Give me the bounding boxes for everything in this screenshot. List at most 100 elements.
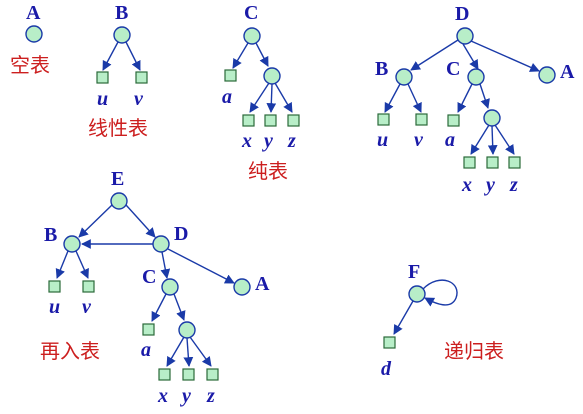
list-d-c-node (467, 68, 485, 86)
leaf-d-v-label: v (414, 129, 424, 151)
edge-e-b (78, 204, 113, 238)
leaf-e-a (142, 323, 155, 336)
edge-eb-v (75, 250, 89, 279)
leaf-e-u (48, 280, 61, 293)
leaf-c-z-label: z (287, 130, 296, 152)
leaf-f-d-label: d (381, 358, 392, 380)
list-d-a-label: A (560, 61, 575, 83)
list-d-c-label: C (446, 58, 460, 80)
edge-ec-sub (173, 293, 186, 321)
edge-ec-a (151, 293, 167, 322)
list-c-node (243, 27, 261, 45)
list-e-c-label: C (142, 266, 156, 288)
leaf-c-x (242, 114, 255, 127)
leaf-d-a-label: a (445, 129, 455, 151)
list-a-group: A 空表 (10, 2, 50, 77)
edge-ed-c (160, 251, 171, 279)
list-e-group: E B u v D C a x y z A 再入表 (40, 168, 270, 407)
edge-d-a (470, 40, 540, 72)
list-d-node (456, 27, 474, 45)
list-b-group: B u v 线性表 (88, 2, 148, 140)
leaf-f-d (383, 336, 396, 349)
list-e-c-subnode (178, 321, 196, 339)
edge-f-self-loop (422, 279, 458, 307)
leaf-d-a (447, 114, 460, 127)
list-e-c-node (161, 278, 179, 296)
list-a-caption: 空表 (10, 53, 50, 77)
leaf-e-z-label: z (206, 385, 215, 407)
leaf-d-z (508, 156, 521, 169)
leaf-e-x-label: x (157, 385, 168, 407)
list-f-label: F (408, 261, 420, 283)
leaf-e-a-label: a (141, 339, 151, 361)
edge-dc-x (470, 124, 490, 155)
list-d-group: D B u v C a x y z A (375, 3, 575, 196)
leaf-d-u (377, 113, 390, 126)
list-a-node (25, 25, 43, 43)
list-d-b-node (395, 68, 413, 86)
leaf-d-x-label: x (461, 174, 472, 196)
edge-dc-y (487, 125, 498, 155)
leaf-c-x-label: x (241, 130, 252, 152)
edge-ec-y (183, 337, 194, 367)
list-f-node (408, 285, 426, 303)
list-b-caption: 线性表 (88, 116, 148, 140)
leaf-c-y-label: y (262, 130, 273, 152)
leaf-d-y (486, 156, 499, 169)
list-e-d-node (152, 235, 170, 253)
edge-c-a (232, 42, 249, 69)
list-d-c-subnode (483, 109, 501, 127)
edge-d-b (410, 39, 459, 71)
leaf-e-z (206, 368, 219, 381)
list-f-caption: 递归表 (444, 339, 504, 363)
edge-c-x (249, 82, 270, 113)
edge-c-sub (255, 42, 269, 67)
leaf-e-y (182, 368, 195, 381)
list-c-label: C (244, 2, 258, 24)
leaf-b-u-label: u (97, 88, 108, 110)
list-e-a-label: A (255, 273, 270, 295)
list-c-caption: 纯表 (248, 159, 288, 183)
edge-d-c (462, 43, 479, 70)
edge-dc-sub (479, 83, 490, 109)
leaf-c-a-label: a (222, 86, 232, 108)
leaf-c-a (224, 69, 237, 82)
leaf-e-y-label: y (180, 385, 191, 407)
list-e-label: E (111, 168, 124, 190)
list-e-b-label: B (44, 224, 57, 246)
leaf-e-v (82, 280, 95, 293)
list-e-node (110, 192, 128, 210)
leaf-c-y (264, 114, 277, 127)
list-a-label: A (26, 2, 41, 24)
edge-c-z (274, 82, 293, 113)
list-e-b-node (63, 235, 81, 253)
list-b-label: B (115, 2, 128, 24)
edge-c-y (266, 83, 277, 113)
list-e-caption: 再入表 (40, 339, 100, 363)
edge-ec-x (166, 336, 185, 367)
edge-ed-a (167, 248, 235, 284)
list-e-a-node (233, 278, 251, 296)
edge-db-v (407, 83, 422, 113)
leaf-e-u-label: u (49, 296, 60, 318)
edge-b-v (125, 41, 141, 71)
list-d-a-node (538, 66, 556, 84)
list-e-d-label: D (174, 223, 188, 245)
edge-ec-z (189, 336, 212, 367)
edge-eb-u (55, 250, 69, 279)
edge-dc-z (494, 124, 515, 155)
edge-e-d (125, 204, 156, 238)
edge-dc-a (457, 83, 473, 113)
list-d-label: D (455, 3, 469, 25)
list-d-b-label: B (375, 58, 388, 80)
leaf-e-v-label: v (82, 296, 92, 318)
edge-f-d (393, 300, 414, 335)
edge-b-u (102, 41, 119, 71)
list-f-group: F d 递归表 (381, 261, 504, 380)
leaf-d-u-label: u (377, 129, 388, 151)
leaf-c-z (287, 114, 300, 127)
leaf-d-x (463, 156, 476, 169)
leaf-b-u (96, 71, 109, 84)
list-c-subnode (263, 67, 281, 85)
